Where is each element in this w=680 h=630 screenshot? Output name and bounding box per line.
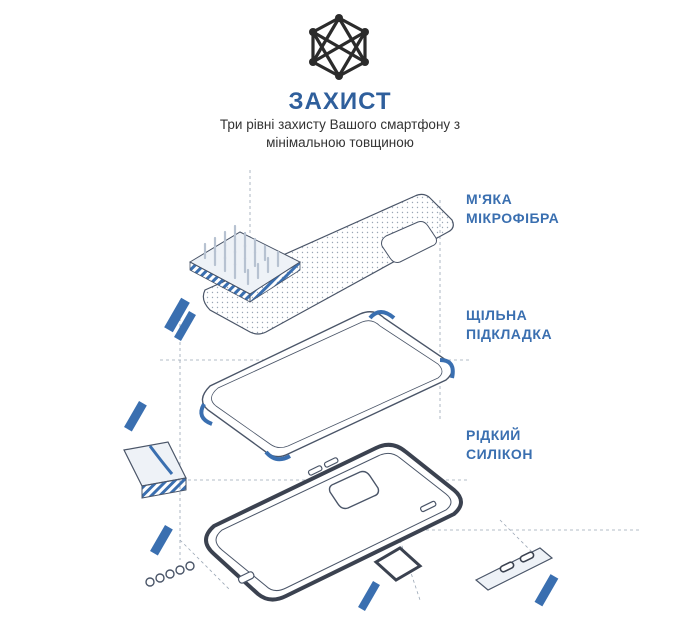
side-key-detail xyxy=(474,547,559,607)
bumper-detail xyxy=(123,401,187,499)
layer-label-line2: МІКРОФІБРА xyxy=(466,210,560,226)
layer-label-line1: ЩІЛЬНА xyxy=(466,307,528,323)
layer-label-lining: ЩІЛЬНА ПІДКЛАДКА xyxy=(466,306,552,344)
silicone-case-layer xyxy=(204,442,463,602)
page-subtitle: Три рівні захисту Вашого смартфону з мін… xyxy=(219,117,461,150)
page-title: ЗАХИСТ xyxy=(288,88,392,115)
layer-label-line1: РІДКИЙ xyxy=(466,427,521,443)
microfiber-layer xyxy=(164,193,454,341)
layer-label-line2: СИЛІКОН xyxy=(466,446,533,462)
layer-label-line2: ПІДКЛАДКА xyxy=(466,326,553,342)
lining-layer xyxy=(199,310,455,462)
layer-label-silicone: РІДКИЙ СИЛІКОН xyxy=(466,426,533,464)
camera-module-detail xyxy=(358,546,423,611)
button-strip xyxy=(145,525,195,587)
layer-label-line1: М'ЯКА xyxy=(466,191,513,207)
exploded-case-illustration xyxy=(123,170,640,611)
layer-label-microfiber: М'ЯКА МІКРОФІБРА xyxy=(466,190,559,228)
network-logo-icon xyxy=(309,14,369,80)
